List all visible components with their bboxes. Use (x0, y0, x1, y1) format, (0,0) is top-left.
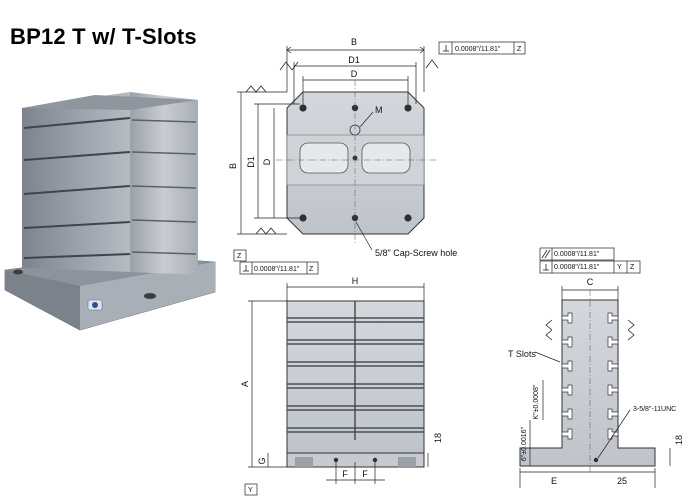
dim-f-right: F (362, 469, 368, 479)
front-view: H A G F F 18 Y (240, 276, 443, 496)
top-view: B D1 D M 0.0008"/11.81" Z 5/8" Cap-Screw… (228, 37, 526, 275)
tol-perp-datum-z: Z (630, 264, 635, 271)
side-view: C E 25 18 T Slots K"±0.0008" 6"±0.0016" … (508, 247, 684, 488)
tol-datum-z: Z (517, 46, 522, 53)
dim-25-label: 25 (617, 476, 627, 486)
tol-flatness: 0.0008"/11.81" (455, 46, 501, 53)
dim-f-left: F (342, 469, 348, 479)
dim-e-label: E (551, 476, 557, 486)
dim-d1-label: D1 (348, 55, 360, 65)
t-slots-label: T Slots (508, 349, 536, 359)
dim-b-vertical-label: B (228, 163, 238, 169)
tol-perp: 0.0008"/11.81" (554, 264, 600, 271)
dim-b-label: B (351, 37, 357, 47)
tol-frame-bottom: 0.0008"/11.81" (254, 266, 300, 273)
dim-18-side: 18 (674, 435, 684, 445)
dim-g-label: G (257, 457, 267, 464)
tol-frame-bottom-datum: Z (309, 266, 314, 273)
dim-h-label: H (352, 276, 359, 286)
tol-perp-datum-y: Y (617, 264, 622, 271)
datum-y-box: Y (248, 487, 253, 494)
datum-z-box: Z (237, 253, 242, 260)
dim-d-vertical-label: D (262, 158, 272, 165)
six-inch-tolerance: 6"±0.0016" (521, 426, 528, 461)
dim-c-label: C (587, 277, 594, 287)
page-title: BP12 T w/ T-Slots (10, 24, 197, 49)
dim-a-label: A (240, 381, 250, 387)
cap-screw-note: 5/8" Cap-Screw hole (375, 248, 457, 258)
unc-note: 3-5/8"-11UNC (633, 406, 676, 413)
k-tolerance: K"±0.0008" (533, 384, 540, 419)
dim-d1-vertical-label: D1 (246, 156, 256, 168)
dim-d-label: D (351, 69, 358, 79)
product-photo (4, 92, 216, 331)
tol-parallel: 0.0008"/11.81" (554, 251, 600, 258)
dim-18-front: 18 (433, 433, 443, 443)
dim-m-label: M (375, 105, 383, 115)
